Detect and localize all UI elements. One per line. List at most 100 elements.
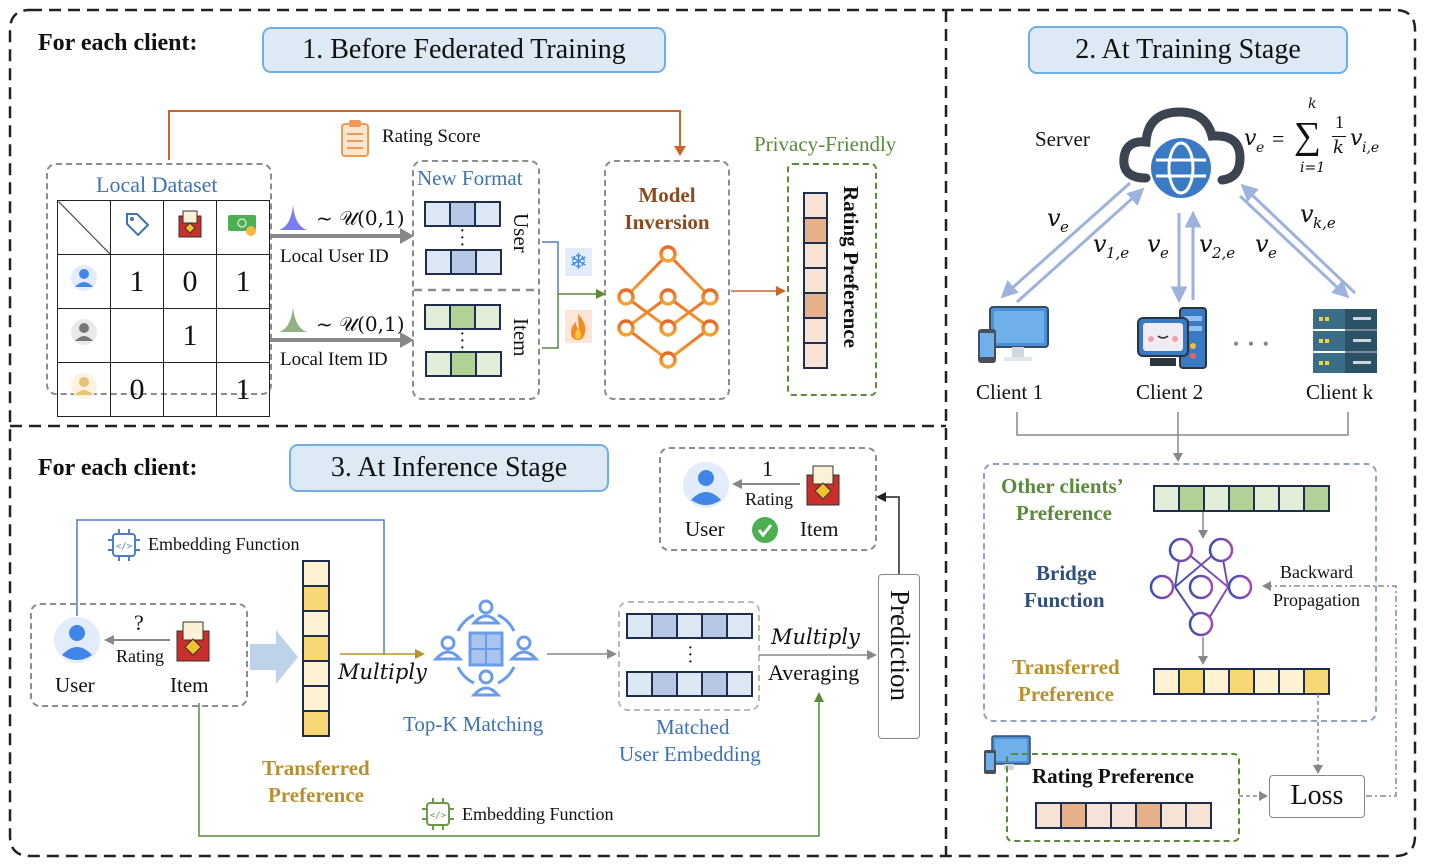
- embedding-cell: [302, 635, 330, 662]
- embedding-cell: [803, 192, 828, 219]
- embedding-cell: [803, 342, 828, 369]
- table-corner: [57, 200, 111, 255]
- edge-sub: 2,e: [1212, 244, 1236, 262]
- result-value: 1: [762, 456, 773, 481]
- embedding-cell: [1228, 668, 1255, 695]
- matched-embedding-box: [618, 601, 760, 711]
- ellipsis-icon: • • •: [1233, 334, 1271, 354]
- embedding-cell: [1185, 802, 1212, 829]
- query-question: ?: [134, 610, 144, 635]
- money-icon: [216, 200, 270, 255]
- edge-v: v: [1255, 230, 1269, 258]
- server-label: Server: [1035, 127, 1090, 151]
- vertical-ellipsis: ···: [688, 641, 693, 670]
- query-box: [30, 603, 248, 707]
- formula-sigma: ∑: [1294, 115, 1322, 157]
- embedding-cell: [475, 351, 502, 377]
- embedding-cell: [475, 249, 502, 275]
- client-k-label: Client k: [1306, 380, 1374, 404]
- embedding-cell: [302, 710, 330, 737]
- top-k-matching-label: Top-K Matching: [403, 712, 544, 736]
- edge-v: v: [1047, 204, 1061, 232]
- bridge-box: [983, 463, 1377, 722]
- svg-text:</>: </>: [116, 542, 133, 552]
- table-cell: 1: [216, 362, 270, 417]
- matched-label-1: Matched: [656, 715, 730, 739]
- rating-preference-label: Rating Preference: [839, 186, 863, 348]
- embedding-cell: [474, 304, 501, 330]
- query-item-label: Item: [170, 673, 209, 697]
- new-format-item-label: Item: [509, 318, 533, 357]
- new-format-user-label: User: [509, 213, 533, 253]
- privacy-friendly-label: Privacy-Friendly: [754, 132, 897, 156]
- embedding-cell: [676, 671, 703, 697]
- matched-label-2: User Embedding: [619, 742, 761, 766]
- clipboard-icon: [341, 120, 369, 157]
- multiply-label-1: Multiply: [338, 660, 427, 684]
- client-2-label: Client 2: [1136, 380, 1204, 404]
- fire-icon: [565, 310, 592, 343]
- embedding-cell: [803, 292, 828, 319]
- user-blue-icon: [57, 254, 111, 309]
- formula-sum-top: k: [1308, 96, 1317, 112]
- edge-v: v: [1300, 200, 1314, 228]
- embedding-cell: [676, 613, 703, 639]
- table-cell: 1: [216, 254, 270, 309]
- formula-frac-num: 1: [1335, 112, 1344, 132]
- client-1-label: Client 1: [976, 380, 1044, 404]
- bridge-network-icon: [1149, 537, 1253, 637]
- s2-transferred-label-1: Transferred: [1012, 655, 1120, 679]
- model-inversion-label: Model Inversion: [624, 183, 710, 234]
- loss-box: [1269, 775, 1365, 818]
- table-cell: 0: [110, 362, 164, 417]
- table-cell: [216, 308, 270, 363]
- embedding-cell: [474, 201, 501, 227]
- section3-title: 3. At Inference Stage: [289, 444, 609, 492]
- s3-transferred-label-2: Preference: [268, 783, 364, 807]
- cloud-server-icon: [1119, 107, 1245, 198]
- embedding-cell: [651, 671, 678, 697]
- formula-lhs: v: [1244, 126, 1257, 151]
- loss-label: Loss: [1290, 780, 1344, 811]
- formula-frac-den: k: [1333, 137, 1344, 158]
- embedding-function-top-label: Embedding Function: [148, 534, 300, 554]
- averaging-label: Averaging: [768, 660, 860, 685]
- local-dataset-title: Local Dataset: [96, 172, 218, 197]
- formula-lhs-sub: e: [1256, 140, 1265, 156]
- client2-computer-icon: [1137, 307, 1207, 369]
- embedding-cell: [701, 671, 728, 697]
- top-k-matching-icon: [432, 599, 540, 697]
- s2-transferred-label-2: Preference: [1018, 682, 1114, 706]
- edge-sub: e: [1268, 244, 1277, 262]
- rating-score-label: Rating Score: [382, 126, 481, 147]
- neural-network-icon: [617, 245, 719, 369]
- aggregation-formula: v e = k ∑ i=1 1 k v i,e: [1244, 96, 1394, 180]
- price-tag-icon: [110, 200, 164, 255]
- other-pref-label-1: Other clients’: [1001, 474, 1124, 498]
- multiply-label-2: Multiply: [771, 625, 860, 649]
- big-transition-arrow: [250, 630, 298, 684]
- result-user-icon: [683, 462, 729, 508]
- result-item-icon: [806, 465, 840, 506]
- formula-rhs: v: [1350, 126, 1363, 151]
- client1-devices-icon-small: [984, 735, 1031, 774]
- embedding-cell: [1303, 668, 1330, 695]
- section1-title: 1. Before Federated Training: [262, 27, 666, 73]
- edge-v: v: [1093, 230, 1107, 258]
- embedding-function-icon: </>: [108, 529, 140, 561]
- query-rating-label: Rating: [116, 646, 164, 666]
- user-id-label: Local User ID: [280, 246, 389, 267]
- section2-title: 2. At Training Stage: [1028, 26, 1348, 74]
- table-cell: 0: [163, 254, 217, 309]
- user-dist-label: ~ 𝒰(0,1): [316, 206, 405, 230]
